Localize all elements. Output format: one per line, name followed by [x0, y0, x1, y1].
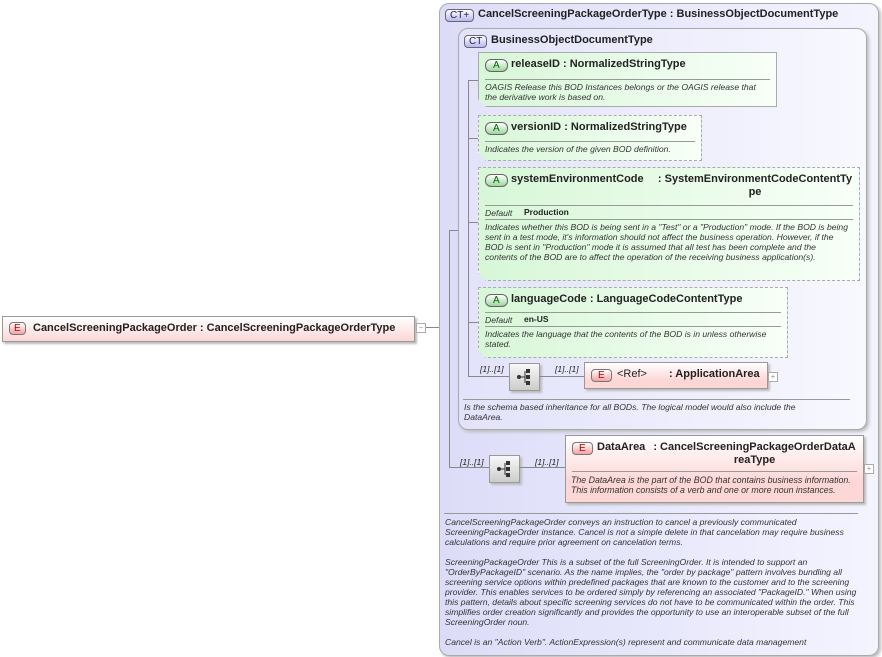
attribute-description: OAGIS Release this BOD Instances belongs… [485, 82, 756, 102]
cardinality: [1]..[1] [555, 364, 579, 374]
root-type: : CancelScreeningPackageOrderType [199, 322, 396, 334]
attribute-languageCode[interactable]: A languageCode : LanguageCodeContentType… [478, 287, 788, 358]
root-element[interactable]: E CancelScreeningPackageOrder : CancelSc… [2, 316, 415, 342]
element-application-area[interactable]: E <Ref> : ApplicationArea [584, 362, 768, 389]
sequence-compositor[interactable] [509, 363, 540, 391]
element-data-area[interactable]: E DataArea : CancelScreeningPackageOrder… [565, 435, 864, 503]
inner-type-name: BusinessObjectDocumentType [491, 34, 653, 46]
cardinality: [1]..[1] [480, 364, 504, 374]
attribute-systemEnvironmentCode[interactable]: A systemEnvironmentCode : SystemEnvironm… [478, 167, 860, 281]
attribute-type: : NormalizedStringType [563, 58, 686, 70]
complex-type-badge: CT [464, 35, 488, 48]
attribute-badge: A [485, 59, 508, 72]
default-label: Default [485, 315, 513, 325]
divider [572, 471, 857, 472]
attribute-type: : NormalizedStringType [564, 121, 687, 133]
outer-description: CancelScreeningPackageOrder conveys an i… [445, 517, 857, 647]
divider [485, 79, 770, 80]
root-name: CancelScreeningPackageOrder [33, 322, 197, 334]
attribute-name: versionID [511, 121, 562, 133]
attribute-description: Indicates whether this BOD is being sent… [485, 222, 848, 262]
connector [468, 322, 479, 323]
connector [449, 230, 450, 467]
default-value: en-US [524, 314, 549, 324]
divider [485, 205, 853, 206]
attribute-name: releaseID [511, 58, 560, 70]
expand-toggle[interactable]: + [768, 372, 778, 382]
connector [426, 327, 449, 328]
element-type: : ApplicationArea [669, 368, 760, 380]
divider [485, 141, 695, 142]
connector [449, 467, 489, 468]
attribute-name: systemEnvironmentCode [511, 173, 644, 185]
attribute-releaseID[interactable]: A releaseID : NormalizedStringType OAGIS… [478, 52, 777, 107]
divider [485, 219, 853, 220]
connector [468, 222, 479, 223]
sequence-icon [517, 369, 530, 385]
attribute-type: : LanguageCodeContentType [589, 293, 743, 305]
attribute-badge: A [485, 122, 508, 135]
element-name: <Ref> [617, 368, 647, 380]
attribute-description: Indicates the language that the contents… [485, 329, 767, 349]
attribute-type: : SystemEnvironmentCodeContentType [657, 173, 853, 198]
element-type: : CancelScreeningPackageOrderDataAreaTyp… [653, 441, 856, 466]
outer-base-type: : BusinessObjectDocumentType [669, 8, 839, 20]
attribute-versionID[interactable]: A versionID : NormalizedStringType Indic… [478, 115, 702, 161]
element-badge: E [591, 369, 612, 382]
cardinality: [1]..[1] [535, 457, 559, 467]
complex-type-extension-badge: CT+ [445, 9, 475, 22]
expand-toggle[interactable]: + [864, 464, 874, 474]
cardinality: [1]..[1] [460, 457, 484, 467]
element-badge: E [572, 442, 593, 455]
divider [463, 399, 850, 400]
sequence-icon [497, 461, 510, 477]
divider [485, 312, 781, 313]
attribute-badge: A [485, 174, 508, 187]
connector [468, 138, 479, 139]
sequence-compositor[interactable] [489, 455, 520, 483]
inner-description: Is the schema based inheritance for all … [464, 402, 796, 422]
attribute-badge: A [485, 294, 508, 307]
divider [444, 513, 858, 514]
attribute-name: languageCode [511, 293, 587, 305]
divider [485, 326, 781, 327]
attribute-description: Indicates the version of the given BOD d… [485, 144, 671, 154]
connector [519, 467, 565, 468]
connector [468, 80, 469, 377]
default-value: Production [524, 207, 569, 217]
collapse-toggle[interactable]: − [416, 323, 426, 333]
element-badge: E [9, 322, 26, 335]
element-description: The DataArea is the part of the BOD that… [571, 475, 851, 495]
connector [449, 230, 459, 231]
element-name: DataArea [597, 441, 646, 453]
connector [539, 376, 584, 377]
connector [468, 376, 509, 377]
outer-type-name: CancelScreeningPackageOrderType [478, 8, 667, 20]
connector [468, 80, 479, 81]
default-label: Default [485, 208, 513, 218]
